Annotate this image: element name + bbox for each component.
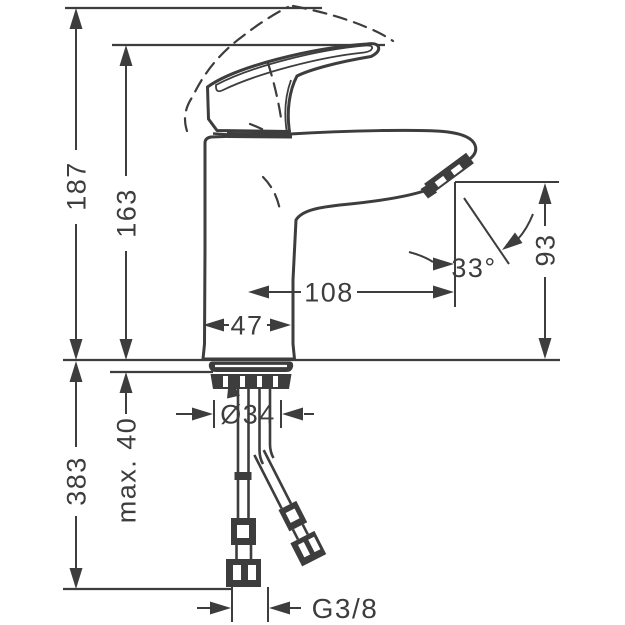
below-deck-length-label: 383	[62, 456, 92, 506]
dimension-connection-thread: G3/8	[197, 587, 379, 624]
handle-top-face-detail	[215, 44, 374, 93]
dimension-total-height: 187	[62, 8, 92, 360]
dimension-spout-reach: 108	[248, 278, 454, 308]
neck-front-detail	[284, 79, 292, 131]
faucet-illustration	[183, 4, 478, 587]
spray-angle-label: 33°	[451, 253, 496, 283]
spout-top-height-label: 163	[112, 188, 142, 238]
reference-lines	[63, 6, 560, 591]
base-width-label: 47	[230, 311, 263, 341]
max-deck-thickness-label: max. 40	[112, 417, 142, 524]
dimension-base-width: 47	[203, 311, 291, 341]
dimension-outlet-height: 93	[531, 183, 561, 359]
handle-joint-band-thick	[226, 132, 293, 139]
aerator-icon	[420, 152, 474, 199]
dimension-max-deck-thickness: max. 40	[112, 372, 142, 523]
spray-angle-slant-line	[463, 197, 510, 265]
connection-thread-label: G3/8	[312, 593, 379, 624]
right-hose-connector	[253, 449, 327, 567]
dimension-spray-angle: 33°	[408, 197, 534, 283]
right-hose	[258, 389, 265, 465]
dimension-hole-diameter: Ø34	[176, 400, 314, 430]
dimension-below-deck-length: 383	[62, 361, 92, 589]
below-deck-assembly	[208, 361, 327, 587]
outlet-height-label: 93	[531, 233, 561, 266]
faucet-handle-outline	[206, 42, 381, 133]
dimension-spout-top-height: 163	[112, 45, 142, 360]
handle-joint-band	[212, 132, 229, 136]
raised-handle-dashed-lines	[183, 4, 395, 212]
spout-reach-label: 108	[304, 278, 354, 308]
total-height-label: 187	[62, 161, 92, 211]
hole-diameter-label: Ø34	[220, 400, 276, 430]
left-hose-band	[234, 472, 252, 480]
mounting-nut	[210, 374, 292, 389]
left-hose-connector	[226, 518, 261, 587]
